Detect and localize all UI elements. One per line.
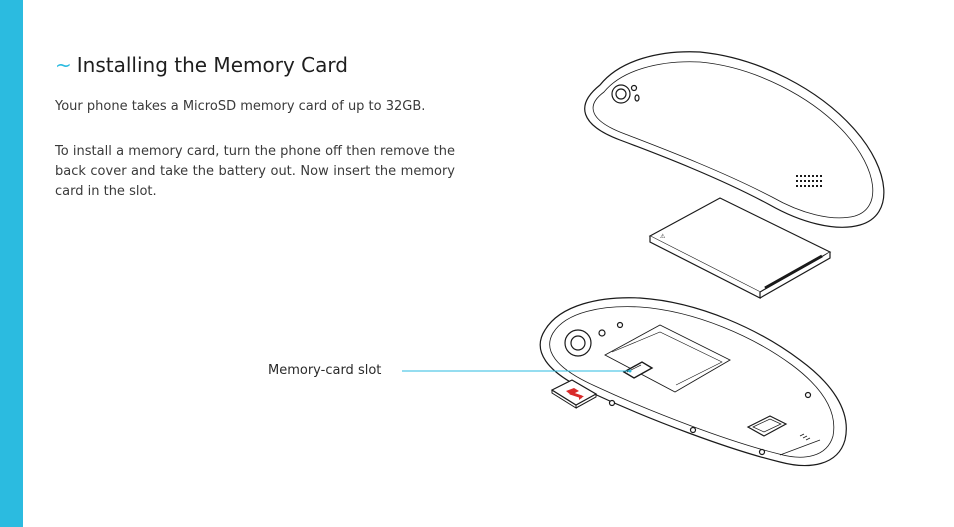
memory-card-slot-label: Memory-card slot: [268, 363, 382, 378]
phone-body-illustration: [539, 297, 847, 467]
accent-sidebar: [0, 0, 23, 527]
speaker-grille-icon: [796, 175, 822, 187]
section-heading: ~Installing the Memory Card: [55, 53, 348, 77]
callout-dot: [628, 369, 632, 373]
heading-tilde: ~: [55, 53, 72, 77]
heading-title: Installing the Memory Card: [76, 53, 348, 77]
battery-illustration: ⚠: [648, 197, 832, 299]
instructions-paragraph: To install a memory card, turn the phone…: [55, 144, 455, 199]
back-cover-illustration: [584, 51, 885, 228]
svg-text:⚠: ⚠: [660, 233, 666, 240]
intro-paragraph: Your phone takes a MicroSD memory card o…: [55, 99, 426, 114]
microsd-card-icon: [550, 379, 598, 409]
insert-arrow-icon: [566, 388, 584, 400]
